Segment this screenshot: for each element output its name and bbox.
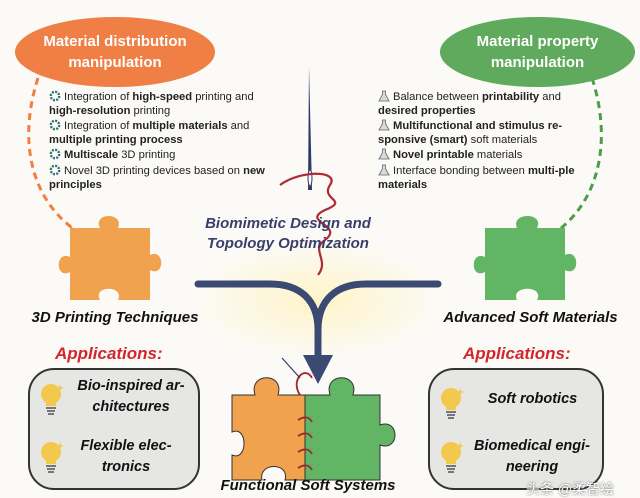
gear-icon bbox=[49, 119, 61, 131]
gear-icon bbox=[49, 90, 61, 102]
lightbulb-icon bbox=[40, 382, 64, 418]
bullet-text: desired properties bbox=[378, 105, 476, 118]
needle-icon bbox=[308, 66, 312, 190]
bullet-text: Integration of bbox=[64, 119, 133, 132]
bullet-item: Balance between printability and desired… bbox=[378, 90, 596, 119]
bullet-text: Novel printable bbox=[393, 148, 474, 161]
bullet-text: and bbox=[227, 119, 250, 132]
bullet-text: 3D printing bbox=[118, 148, 176, 161]
bullet-text: Multiscale bbox=[64, 148, 119, 161]
flask-icon bbox=[378, 148, 390, 160]
center-line: Topology Optimization bbox=[207, 235, 369, 252]
bubble-line: manipulation bbox=[490, 54, 585, 71]
bullet-item: Multiscale 3D printing bbox=[49, 148, 267, 162]
combined-green-piece bbox=[304, 377, 396, 481]
right-dashed-arrow bbox=[555, 77, 603, 234]
bubble-line: Material distribution bbox=[43, 33, 187, 50]
watermark: 头条 @柔智绘 bbox=[526, 481, 615, 497]
bullet-item: Integration of high-speed printing and h… bbox=[49, 90, 267, 119]
material-distribution-bubble: Material distribution manipulation bbox=[15, 17, 215, 87]
stitches bbox=[295, 372, 313, 471]
bullet-item: Multifunctional and stimulus re-sponsive… bbox=[378, 119, 596, 148]
merge-arrow bbox=[194, 280, 442, 364]
app-bio-inspired: Bio-inspired ar-chitectures bbox=[77, 378, 185, 415]
bubble-line: Material property bbox=[476, 33, 599, 50]
bullet-text: Balance between bbox=[393, 91, 482, 103]
bullet-item: Integration of multiple materials and mu… bbox=[49, 119, 267, 148]
functional-systems-label: Functional Soft Systems bbox=[220, 477, 396, 494]
bullet-text: printing bbox=[130, 105, 171, 118]
green-puzzle-piece bbox=[473, 216, 577, 300]
bullet-text: materials bbox=[473, 148, 523, 161]
combined-orange-piece bbox=[231, 377, 306, 481]
app-soft-robotics: Soft robotics bbox=[487, 391, 578, 407]
lightbulb-icon bbox=[40, 440, 64, 476]
soft-materials-label: Advanced Soft Materials bbox=[443, 309, 618, 326]
bullet-text: multiple printing process bbox=[49, 134, 183, 147]
distribution-bullet-list: Integration of high-speed printing and h… bbox=[49, 90, 267, 193]
bullet-text: soft materials bbox=[467, 134, 538, 147]
app-flexible-electronics: Flexible elec-tronics bbox=[80, 438, 172, 475]
left-dashed-arrow bbox=[27, 77, 79, 234]
applications-title-right: Applications: bbox=[463, 344, 571, 363]
bullet-text: printability bbox=[481, 91, 540, 103]
gear-icon bbox=[49, 148, 61, 160]
material-property-bubble: Material property manipulation bbox=[440, 17, 635, 87]
thread bbox=[279, 172, 337, 276]
app-biomedical: Biomedical engi-neering bbox=[473, 438, 591, 475]
lightbulb-icon bbox=[440, 386, 464, 422]
biomimetic-design-label: Biomimetic Design and Topology Optimizat… bbox=[200, 214, 376, 254]
bullet-text: multi-ple materials bbox=[378, 165, 575, 192]
bullet-text: and bbox=[539, 91, 561, 103]
flask-icon bbox=[378, 90, 390, 102]
bullet-text: new principles bbox=[49, 165, 265, 192]
bullet-text: high-resolution bbox=[49, 105, 131, 118]
bubble-line: manipulation bbox=[68, 54, 162, 71]
gear-icon bbox=[49, 164, 61, 176]
applications-title-left: Applications: bbox=[55, 344, 163, 363]
center-line: Biomimetic Design and bbox=[205, 215, 371, 232]
flask-icon bbox=[378, 164, 390, 176]
flask-icon bbox=[378, 119, 390, 131]
bullet-item: Interface bonding between multi-ple mate… bbox=[378, 164, 596, 193]
bullet-item: Novel printable materials bbox=[378, 148, 596, 162]
property-bullet-list: Balance between printability and desired… bbox=[378, 90, 596, 193]
bullet-text: Integration of bbox=[64, 91, 133, 103]
bullet-item: Novel 3D printing devices based on new p… bbox=[49, 164, 267, 193]
bullet-text: printing and bbox=[192, 91, 254, 103]
lightbulb-icon bbox=[440, 440, 464, 476]
bullet-text: multiple materials bbox=[132, 119, 228, 132]
3d-printing-label: 3D Printing Techniques bbox=[31, 309, 199, 326]
bullet-text: Novel 3D printing devices based on bbox=[64, 165, 244, 178]
bullet-text: high-speed bbox=[132, 91, 193, 103]
bullet-text: Interface bonding between bbox=[393, 165, 528, 178]
orange-puzzle-piece bbox=[58, 216, 162, 300]
right-applications-box bbox=[428, 368, 604, 490]
bullet-text: Multifunctional and stimulus re-sponsive… bbox=[378, 119, 563, 147]
